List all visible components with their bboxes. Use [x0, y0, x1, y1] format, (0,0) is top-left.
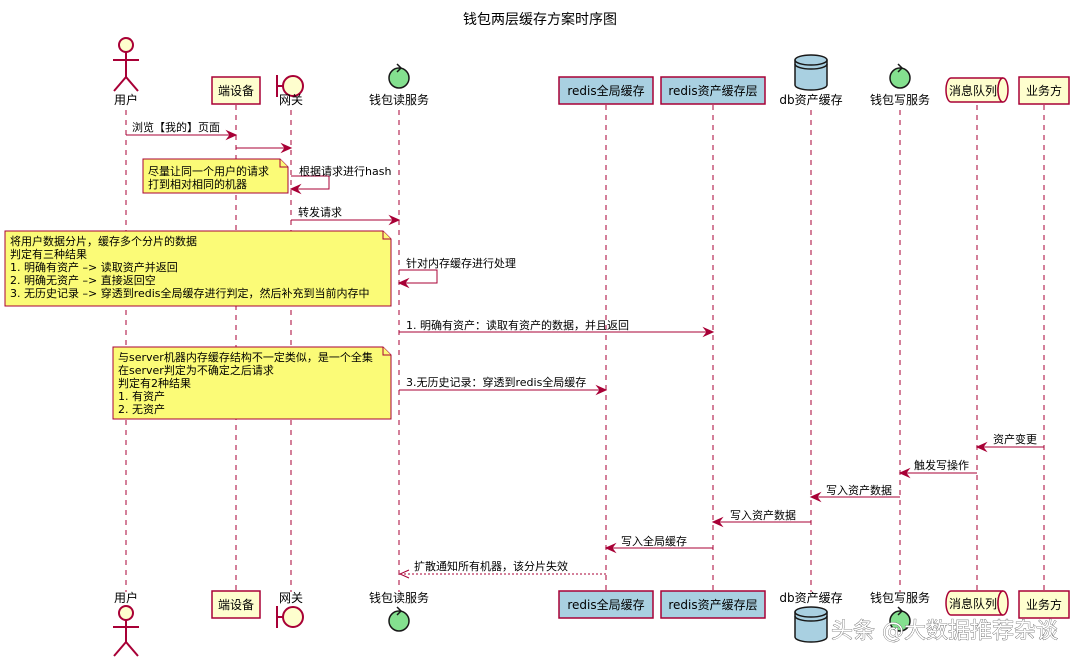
message-label: 3.无历史记录：穿透到redis全局缓存 — [406, 375, 586, 389]
message-label: 写入资产数据 — [826, 483, 892, 497]
message-hash: 根据请求进行hash — [289, 164, 391, 195]
message-label: 触发写操作 — [914, 458, 969, 472]
database-cylinder-icon — [794, 54, 828, 91]
participant-redis-global-top: redis全局缓存 — [558, 76, 654, 105]
participant-device-top: 端设备 — [211, 76, 261, 105]
control-icon — [889, 63, 911, 89]
participant-redis-global-bottom: redis全局缓存 — [558, 590, 654, 619]
participant-db-bottom: db资产缓存 — [779, 591, 843, 643]
participant-label: 消息队列 — [949, 596, 997, 611]
participant-label: db资产缓存 — [779, 93, 842, 107]
message-label: 写入全局缓存 — [621, 534, 687, 548]
boundary-icon — [276, 75, 304, 97]
note-line: 尽量让同一个用户的请求 — [148, 164, 269, 178]
message-invalidate-shard: 扩散通知所有机器，该分片失效 — [398, 559, 606, 579]
participant-label: 钱包写服务 — [870, 92, 930, 107]
participant-wallet-read-top: 钱包读服务 — [369, 63, 429, 107]
note-line: 2. 无资产 — [118, 402, 165, 416]
participant-business-bottom: 业务方 — [1018, 590, 1070, 619]
participant-wallet-write-bottom: 钱包写服务 — [870, 590, 930, 632]
message-has-asset: 1. 明确有资产：读取有资产的数据，并且返回 — [399, 318, 715, 338]
participant-label: redis全局缓存 — [567, 83, 644, 98]
participant-label: 用户 — [114, 590, 138, 605]
message-write-redis-asset: 写入资产数据 — [711, 508, 811, 528]
note-line: 打到相对相同的机器 — [148, 177, 247, 191]
message-asset-change: 资产变更 — [975, 432, 1044, 453]
participant-mq-bottom: 消息队列 — [945, 590, 1009, 616]
participant-label: 钱包写服务 — [870, 590, 930, 605]
participant-label: redis资产缓存层 — [668, 598, 757, 612]
watermark: 头条 @大数据推荐杂谈 — [831, 619, 1058, 644]
message-label: 1. 明确有资产：读取有资产的数据，并且返回 — [406, 318, 629, 332]
participant-label: redis资产缓存层 — [668, 84, 757, 98]
participant-label: 端设备 — [218, 84, 254, 98]
note-line: 将用户数据分片，缓存多个分片的数据 — [10, 234, 197, 248]
message-memory-process: 针对内存缓存进行处理 — [397, 256, 516, 289]
participant-label: 网关 — [279, 591, 303, 605]
note-line: 1. 明确有资产 –> 读取资产并返回 — [10, 260, 178, 274]
message-browse: 浏览【我的】页面 — [126, 120, 238, 141]
participant-label: db资产缓存 — [779, 591, 842, 605]
control-icon — [388, 606, 410, 632]
note-line: 判定有三种结果 — [10, 247, 87, 261]
note-line: 3. 无历史记录 –> 穿透到redis全局缓存进行判定，然后补充到当前内存中 — [10, 286, 370, 300]
participant-wallet-read-bottom: 钱包读服务 — [369, 590, 429, 632]
participant-label: 钱包读服务 — [369, 590, 429, 605]
message-penetrate-global: 3.无历史记录：穿透到redis全局缓存 — [399, 375, 608, 396]
note-line: 与server机器内存缓存结构不一定类似，是一个全集 — [118, 350, 373, 364]
note-line: 判定有2种结果 — [118, 376, 191, 390]
message-write-db: 写入资产数据 — [809, 483, 900, 503]
note-line: 1. 有资产 — [118, 389, 165, 403]
message-forward: 转发请求 — [291, 205, 401, 226]
message-write-global: 写入全局缓存 — [604, 534, 713, 554]
message-label: 转发请求 — [298, 205, 342, 219]
participant-label: 业务方 — [1026, 83, 1062, 98]
participant-label: 用户 — [114, 92, 138, 107]
diagram-title: 钱包两层缓存方案时序图 — [463, 11, 617, 28]
participant-label: 消息队列 — [949, 83, 997, 98]
message-label: 资产变更 — [993, 432, 1037, 446]
message-label: 根据请求进行hash — [299, 164, 391, 178]
participant-label: 钱包读服务 — [369, 92, 429, 107]
message-label: 写入资产数据 — [730, 508, 796, 522]
participant-gateway-bottom: 网关 — [276, 591, 304, 628]
message-label: 浏览【我的】页面 — [132, 120, 220, 134]
database-cylinder-icon — [794, 606, 828, 643]
note-global-cache: 与server机器内存缓存结构不一定类似，是一个全集 在server判定为不确定… — [112, 346, 392, 420]
participant-user-bottom: 用户 — [113, 590, 139, 657]
participant-business-top: 业务方 — [1018, 76, 1070, 105]
queue-icon — [945, 590, 1009, 616]
note-line: 在server判定为不确定之后请求 — [118, 363, 274, 377]
participant-db-top: db资产缓存 — [779, 54, 843, 107]
actor-icon — [113, 37, 139, 92]
participant-device-bottom: 端设备 — [211, 590, 261, 619]
participant-user-top: 用户 — [113, 37, 139, 107]
control-icon — [889, 606, 911, 632]
participant-mq-top: 消息队列 — [945, 77, 1009, 103]
message-label: 扩散通知所有机器，该分片失效 — [414, 559, 568, 573]
note-line: 2. 明确无资产 –> 直接返回空 — [10, 273, 156, 287]
control-icon — [388, 63, 410, 89]
participant-gateway-top: 网关 — [276, 75, 304, 107]
participant-redis-asset-bottom: redis资产缓存层 — [660, 590, 766, 619]
participant-redis-asset-top: redis资产缓存层 — [660, 76, 766, 105]
message-device-to-gateway — [236, 142, 293, 154]
participant-label: 网关 — [279, 93, 303, 107]
participant-wallet-write-top: 钱包写服务 — [870, 63, 930, 107]
message-trigger-write: 触发写操作 — [898, 458, 977, 479]
participant-label: redis全局缓存 — [567, 597, 644, 612]
message-label: 针对内存缓存进行处理 — [406, 256, 516, 270]
actor-icon — [113, 605, 139, 657]
note-same-machine: 尽量让同一个用户的请求 打到相对相同的机器 — [142, 158, 289, 194]
participant-label: 端设备 — [218, 598, 254, 612]
participant-label: 业务方 — [1026, 597, 1062, 612]
queue-icon — [945, 77, 1009, 103]
note-sharding: 将用户数据分片，缓存多个分片的数据 判定有三种结果 1. 明确有资产 –> 读取… — [4, 230, 392, 307]
boundary-icon — [276, 606, 304, 628]
